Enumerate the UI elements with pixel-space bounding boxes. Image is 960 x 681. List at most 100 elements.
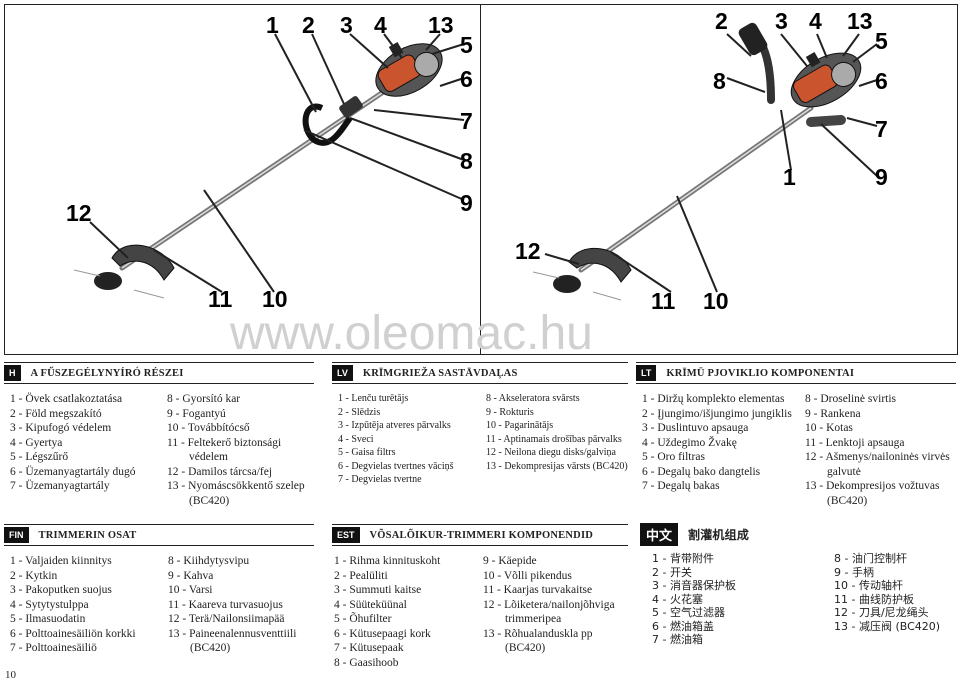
callout-13: 13 [847, 8, 873, 34]
part-item: 13 - Dekompresijos vožtuvas [805, 480, 940, 492]
part-item: 11 - Kaareva turvasuojus [168, 598, 283, 611]
section-title: A FŰSZEGÉLYNYÍRÓ RÉSZEI [30, 367, 184, 379]
part-item: 6 - Degalų bako dangtelis [642, 465, 761, 478]
language-badge: EST [332, 527, 360, 543]
part-item: galvutė [827, 465, 861, 478]
part-item: 11 - Kaarjas turvakaitse [483, 584, 593, 596]
language-badge: FIN [4, 527, 29, 543]
part-item: 9 - Käepide [483, 555, 537, 567]
part-item: 1 - Rihma kinnituskoht [334, 555, 441, 567]
part-item: 9 - Rankena [805, 407, 861, 420]
callout-9: 9 [875, 164, 888, 190]
callout-4: 4 [374, 12, 387, 38]
part-item: 6 - Kütusepaagi kork [334, 627, 431, 640]
part-item: 4 - Uždegimo Žvakę [642, 436, 737, 449]
part-item: 2 - Kytkin [10, 569, 58, 582]
part-item: 9 - Fogantyú [167, 407, 226, 420]
part-item: 11 - Feltekerő biztonsági [167, 436, 282, 449]
part-item: 7 - Degalų bakas [642, 480, 720, 492]
callout-1: 1 [266, 12, 279, 38]
part-item: 8 - 油门控制杆 [834, 552, 907, 565]
part-item: 1 - Lenču turētājs [338, 393, 409, 404]
part-item: 11 - Aptinamais drošības pārvalks [486, 433, 622, 445]
part-item: 3 - 消音器保护板 [652, 579, 736, 592]
section-zh-header: 中文 割灌机组成 [640, 522, 956, 546]
section-lv: LV KRĪMGRIEŽA SASTĀVDAĻAS 1 - Lenču turē… [332, 362, 628, 487]
part-item: 10 - Pagarinātājs [486, 420, 554, 431]
section-lt-header: LT KRĪMŪ PJOVIKLIO KOMPONENTAI [636, 362, 956, 384]
part-item: 5 - Ilmasuodatin [10, 613, 86, 625]
part-item: 10 - Võlli pikendus [483, 569, 572, 582]
part-item: 6 - Üzemanyagtartály dugó [10, 465, 136, 478]
part-item: 13 - Paineenalennusventtiili [168, 627, 297, 640]
section-title: 割灌机组成 [688, 527, 750, 542]
section-est: EST VÕSALÕIKUR-TRIMMERI KOMPONENDID 1 - … [332, 524, 628, 670]
trimmer-loop-handle-figure: 1 2 3 4 13 5 6 7 8 9 12 11 10 [4, 0, 480, 349]
part-item: 3 - Summuti kaitse [334, 584, 422, 596]
part-item: 5 - Oro filtras [642, 451, 705, 463]
part-item: 2 - Slēdzis [338, 406, 381, 418]
section-lt: LT KRĪMŪ PJOVIKLIO KOMPONENTAI 1 - Diržų… [636, 362, 956, 508]
callout-12: 12 [66, 200, 92, 226]
watermark: www.oleomac.hu [230, 307, 593, 360]
part-item: 13 - Rõhualanduskla pp [483, 627, 593, 640]
section-title: KRĪMGRIEŽA SASTĀVDAĻAS [362, 367, 518, 379]
part-item: 9 - Rokturis [486, 406, 534, 418]
section-h-header: H A FŰSZEGÉLYNYÍRÓ RÉSZEI [4, 362, 314, 384]
language-badge: 中文 [640, 522, 679, 546]
trimmer-loop-handle-drawing [73, 33, 465, 299]
language-badge: H [4, 365, 21, 381]
part-item: 8 - Kiihdytysvipu [168, 555, 250, 567]
part-item: trimmeripea [505, 613, 562, 625]
part-item: (BC420) [827, 494, 868, 507]
callout-9: 9 [460, 190, 473, 216]
part-item: 3 - Duslintuvo apsauga [642, 422, 749, 434]
part-item: 7 - 燃油箱 [652, 633, 703, 646]
trimmer-bike-handle-figure: 2 3 4 13 5 8 6 7 1 9 12 11 10 [481, 0, 956, 349]
part-item: 3 - Kipufogó védelem [10, 422, 112, 434]
callout-11: 11 [651, 288, 676, 314]
part-item: 11 - 曲线防护板 [834, 592, 914, 606]
part-item: 7 - Polttoainesäiliö [10, 642, 97, 654]
part-item: 1 - Övek csatlakoztatása [10, 393, 123, 405]
part-item: 12 - 刀具/尼龙绳头 [834, 606, 929, 619]
callout-2: 2 [715, 8, 728, 34]
part-item: 11 - Lenktoji apsauga [805, 436, 905, 449]
callout-3: 3 [340, 12, 353, 38]
callout-10: 10 [703, 288, 729, 314]
part-item: 4 - 火花塞 [652, 592, 703, 606]
callout-12: 12 [515, 238, 541, 264]
part-item: 10 - Továbbítócső [167, 422, 250, 434]
part-item: 8 - Akseleratora svārsts [486, 393, 580, 404]
part-item: (BC420) [190, 642, 231, 654]
part-item: 1 - Valjaiden kiinnitys [10, 555, 112, 567]
section-fin-header: FIN TRIMMERIN OSAT [4, 524, 314, 546]
part-item: védelem [189, 451, 228, 463]
part-item: 3 - Izpūtēja atveres pārvalks [338, 420, 451, 431]
part-item: 6 - Degvielas tvertnes vāciņš [338, 460, 454, 472]
part-item: 9 - 手柄 [834, 565, 874, 579]
language-badge: LT [636, 365, 657, 381]
page-number: 10 [5, 669, 16, 681]
part-item: 8 - Gyorsító kar [167, 393, 241, 405]
part-item: 5 - Gaisa filtrs [338, 447, 396, 458]
part-item: 12 - Lõiketera/nailonjõhviga [483, 598, 615, 611]
part-item: 9 - Kahva [168, 569, 214, 582]
callout-2: 2 [302, 12, 315, 38]
callout-7: 7 [875, 116, 888, 142]
part-item: 6 - Polttoainesäiliön korkki [10, 627, 136, 640]
part-item: 10 - 传动轴杆 [834, 579, 903, 592]
part-item: 10 - Varsi [168, 584, 213, 596]
callout-8: 8 [460, 148, 473, 174]
illustration-frame [4, 4, 958, 355]
part-item: 4 - Gyertya [10, 436, 63, 449]
part-item: 12 - Neilona diegu disks/galviņa [486, 447, 616, 458]
section-h: H A FŰSZEGÉLYNYÍRÓ RÉSZEI 1 - Övek csatl… [4, 362, 314, 508]
part-item: 1 - Diržų komplekto elementas [642, 393, 785, 405]
part-item: 4 - Süüteküünal [334, 598, 407, 611]
part-item: 8 - Droselinė svirtis [805, 393, 897, 405]
section-title: TRIMMERIN OSAT [38, 529, 137, 541]
section-fin: FIN TRIMMERIN OSAT 1 - Valjaiden kiinnit… [4, 524, 314, 656]
callout-1: 1 [783, 164, 796, 190]
part-item: 7 - Üzemanyagtartály [10, 480, 110, 492]
